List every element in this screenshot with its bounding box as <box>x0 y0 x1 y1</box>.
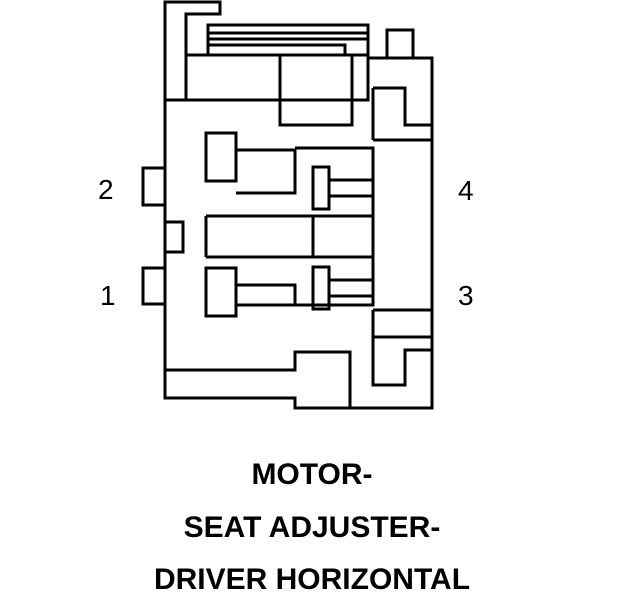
bottom-step <box>165 350 352 408</box>
caption-line-1: MOTOR- <box>251 458 373 491</box>
caption-line-2: SEAT ADJUSTER- <box>183 511 441 544</box>
terminal-pin-4 <box>311 165 331 211</box>
terminal-pin-1 <box>204 266 238 318</box>
latch-slot <box>206 43 347 55</box>
latch-tab <box>163 0 222 100</box>
right-rail-lower <box>371 310 432 387</box>
pin-label-4: 4 <box>458 175 474 206</box>
terminal-pin-3 <box>311 265 331 311</box>
left-tab-middle <box>163 220 185 254</box>
left-tab-pin-1 <box>141 266 167 306</box>
pin-label-2: 2 <box>98 174 114 205</box>
latch-arm <box>184 23 370 100</box>
caption-line-3: DRIVER HORIZONTAL <box>153 563 471 596</box>
terminal-pin-3-blade <box>329 278 375 298</box>
terminal-pin-2 <box>204 131 238 183</box>
pin-label-3: 3 <box>458 280 474 311</box>
pin-label-1: 1 <box>100 280 116 311</box>
terminal-pin-1-blade <box>236 283 297 307</box>
terminal-pin-4-blade <box>329 178 375 198</box>
left-tab-pin-2 <box>141 166 167 207</box>
latch-inner <box>278 55 354 127</box>
connector-body <box>163 56 434 410</box>
right-rail-top <box>373 86 432 127</box>
cavity-frame <box>295 146 375 307</box>
latch-notch <box>385 28 415 60</box>
terminal-pin-2-blade <box>236 148 297 195</box>
